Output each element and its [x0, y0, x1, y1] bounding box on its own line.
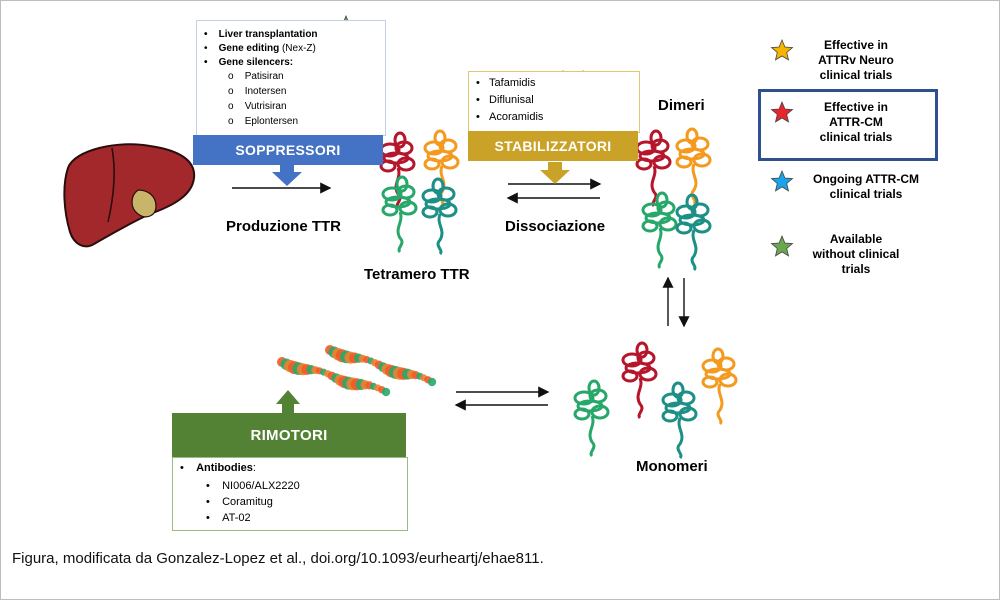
monomer-subunit-teal: [661, 381, 698, 460]
legend-star-red-icon: [770, 100, 794, 123]
legend-star-green-icon: [770, 234, 794, 257]
monomer-protein-icon: [573, 341, 738, 460]
remover-heading: • Antibodies:: [180, 462, 256, 474]
monomers-label: Monomeri: [636, 458, 708, 475]
tetramer-subunit-green: [381, 175, 418, 254]
amyloid-fibril-icon: [277, 345, 437, 397]
legend-highlight-box: [758, 89, 938, 161]
stab-item-1: • Tafamidis: [476, 77, 536, 89]
monomer-subunit-red: [621, 341, 658, 420]
supp-item-2: • Gene editing (Nex-Z): [204, 43, 316, 54]
stabilizer-down-arrow: [540, 162, 570, 184]
monomer-subunit-orange: [701, 347, 738, 426]
supp-item-1: • Liver transplantation: [204, 29, 318, 40]
supp-subitem-4: o Eplontersen: [228, 116, 299, 127]
stabilizer-banner: STABILIZZATORI: [468, 131, 638, 161]
suppressor-banner: SOPPRESSORI: [193, 135, 383, 165]
supp-subitem-2: o Inotersen: [228, 86, 287, 97]
remover-item-1: • NI006/ALX2220: [206, 480, 300, 492]
fibril-strand-bottom: [277, 357, 391, 397]
dimers-label: Dimeri: [658, 97, 705, 114]
tetramer-subunit-teal: [421, 177, 458, 256]
remover-item-2: • Coramitug: [206, 496, 273, 508]
liver-icon: [63, 143, 196, 248]
fibril-strand-top: [325, 345, 437, 387]
remover-item-3: • AT-02: [206, 512, 251, 524]
supp-subitem-3: o Vutrisiran: [228, 101, 287, 112]
production-label: Produzione TTR: [226, 218, 341, 235]
dimer-subunit-orange: [675, 127, 712, 206]
remover-box: [172, 457, 408, 531]
legend-star-blue-icon: [770, 169, 794, 192]
suppressor-box: [196, 20, 386, 136]
stab-item-2: • Diflunisal: [476, 94, 534, 106]
legend-star-yellow-icon: [770, 38, 794, 61]
suppressor-down-arrow: [272, 164, 302, 186]
supp-subitem-1: o Patisiran: [228, 71, 284, 82]
remover-up-arrow: [276, 390, 300, 413]
dimer-protein-icon: [635, 127, 712, 272]
remover-banner: RIMOTORI: [172, 413, 406, 457]
monomer-subunit-green: [573, 379, 610, 458]
dimer-subunit-teal: [675, 193, 712, 272]
tetramer-protein-icon: [379, 129, 460, 256]
supp-item-3: • Gene silencers:: [204, 57, 294, 68]
stabilizer-box: [468, 71, 640, 133]
dissociation-label: Dissociazione: [505, 218, 606, 235]
tetramer-label: Tetramero TTR: [364, 266, 470, 283]
dimer-subunit-green: [641, 191, 678, 270]
figure-caption: Figura, modificata da Gonzalez-Lopez et …: [12, 550, 544, 567]
stab-item-3: • Acoramidis: [476, 111, 544, 123]
